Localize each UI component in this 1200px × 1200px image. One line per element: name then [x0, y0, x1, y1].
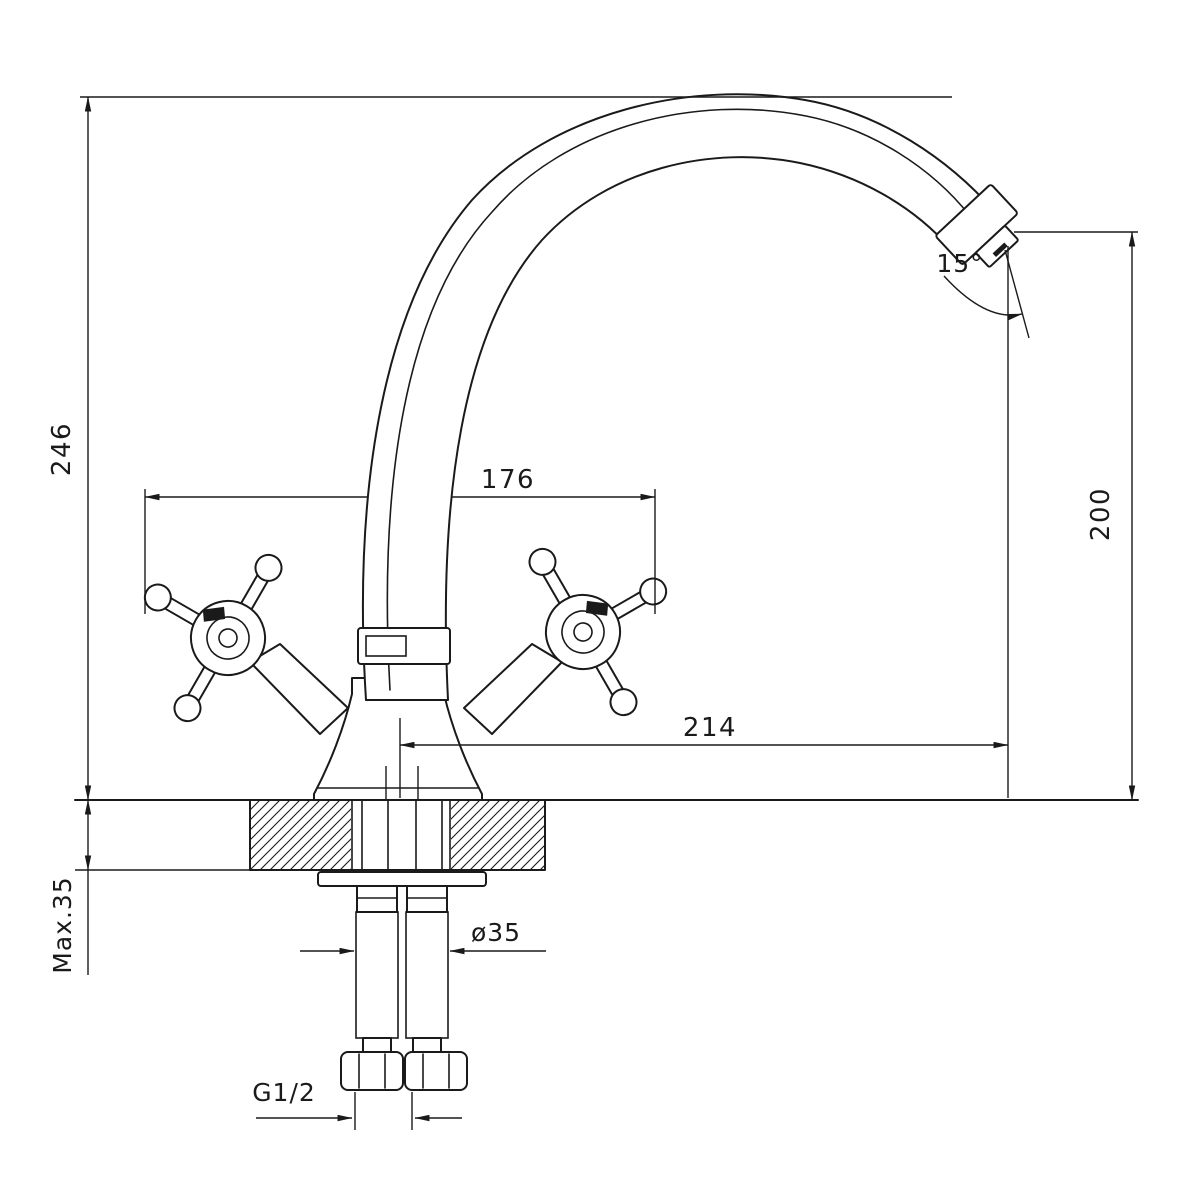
dimension-outlet-angle: 15° — [936, 249, 1030, 339]
left-handle-neck — [249, 643, 349, 735]
left-hex-nut — [340, 1051, 404, 1091]
left-handle-top-knob — [254, 553, 283, 582]
right-handle-bottom-knob — [609, 688, 638, 717]
right-handle-side-knob — [639, 577, 668, 606]
dim-spout-height-label: 200 — [1086, 487, 1116, 541]
dim-thread-size-label: G1/2 — [252, 1078, 316, 1107]
dimension-deck-thickness: Max.35 — [48, 799, 252, 975]
spout-collar — [357, 627, 451, 665]
right-handle — [528, 547, 668, 717]
supply-hoses — [355, 911, 449, 1053]
mounting-studs — [361, 799, 443, 873]
right-handle-neck — [463, 643, 563, 735]
dimension-body-diameter: ø35 — [300, 918, 546, 955]
dimension-spout-reach: 214 — [399, 246, 1009, 798]
countertop — [74, 799, 1139, 871]
dim-body-diameter-label: ø35 — [471, 918, 521, 947]
left-handle-index-cap — [202, 606, 226, 622]
dim-handle-span-label: 176 — [481, 465, 535, 495]
right-handle-top-knob — [528, 547, 557, 576]
left-handle — [143, 553, 283, 723]
right-hose — [405, 911, 449, 1039]
left-handle-side-knob — [143, 583, 172, 612]
countertop-hatch-left — [251, 801, 351, 869]
dim-deck-thickness-label: Max.35 — [48, 876, 77, 973]
hose-nuts — [340, 1051, 468, 1091]
dim-spout-reach-label: 214 — [683, 713, 737, 743]
left-hose — [355, 911, 399, 1039]
dimension-handle-span: 176 — [144, 465, 656, 614]
left-handle-bottom-knob — [173, 694, 202, 723]
right-handle-index-cap — [585, 600, 609, 616]
dim-outlet-angle-label: 15° — [936, 249, 983, 278]
dim-total-height-label: 246 — [47, 422, 77, 476]
countertop-hatch-right — [451, 801, 544, 869]
spout — [362, 93, 996, 701]
aerator-screen — [992, 242, 1008, 258]
spout-tip — [935, 184, 1019, 268]
dimension-total-height: 246 — [47, 96, 952, 801]
spout-highlight-line — [386, 108, 971, 691]
right-hex-nut — [404, 1051, 468, 1091]
dimension-spout-height: 200 — [1014, 231, 1138, 801]
dimension-thread-size: G1/2 — [252, 1078, 462, 1130]
mounting-flange — [317, 871, 487, 913]
